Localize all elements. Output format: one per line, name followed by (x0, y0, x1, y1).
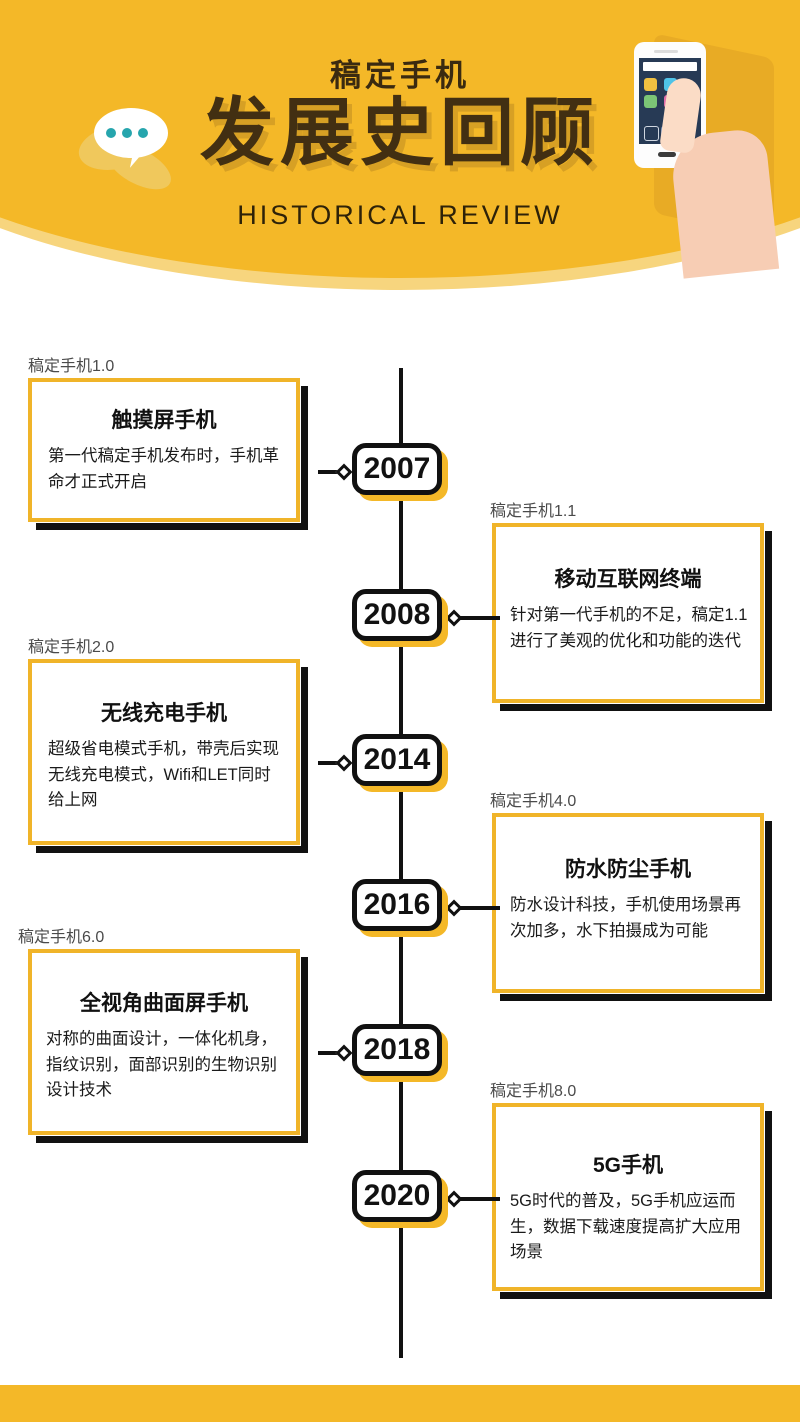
year-badge-box: 2018 (352, 1024, 442, 1076)
card-title: 移动互联网终端 (554, 568, 702, 591)
card-label: 稿定手机8.0 (490, 1083, 577, 1100)
year-badge-2018[interactable]: 2018 (352, 1024, 448, 1082)
year-badge-2014[interactable]: 2014 (352, 734, 448, 792)
year-badge-2007[interactable]: 2007 (352, 443, 448, 501)
connector-stem (318, 761, 342, 765)
card-shadow (500, 531, 772, 711)
card-description: 超级省电模式手机，带壳后实现无线充电模式，Wifi和LET同时给上网 (48, 740, 279, 810)
card-shadow (500, 821, 772, 1001)
connector-diamond-icon (335, 1044, 353, 1062)
connector-stem (460, 1197, 500, 1201)
card-title: 无线充电手机 (101, 702, 227, 725)
card-title: 5G手机 (592, 1154, 663, 1177)
connector-diamond-icon (335, 754, 353, 772)
card-label: 稿定手机1.0 (28, 358, 115, 375)
card-description: 针对第一代手机的不足，稿定1.1进行了美观的优化和功能的迭代 (510, 606, 748, 650)
timeline-connector-2016 (445, 898, 500, 918)
header-banner: 稿定手机 发展史回顾 HISTORICAL REVIEW (0, 0, 800, 300)
year-badge-2008[interactable]: 2008 (352, 589, 448, 647)
card-description: 防水设计科技，手机使用场景再次加多，水下拍摄成为可能 (510, 896, 741, 940)
card-description: 5G时代的普及，5G手机应运而生，数据下载速度提高扩大应用场景 (510, 1192, 741, 1262)
year-badge-box: 2014 (352, 734, 442, 786)
year-badge-box: 2007 (352, 443, 442, 495)
hand-holding-phone-icon (620, 33, 800, 279)
card-shadow (36, 957, 308, 1143)
phone-search-bar (643, 62, 697, 71)
card-box[interactable]: 移动互联网终端 针对第一代手机的不足，稿定1.1进行了美观的优化和功能的迭代 (492, 523, 764, 703)
connector-diamond-icon (335, 463, 353, 481)
year-badge-2016[interactable]: 2016 (352, 879, 448, 937)
card-shadow (36, 386, 308, 530)
card-title: 触摸屏手机 (111, 409, 217, 432)
card-label: 稿定手机2.0 (28, 639, 115, 656)
card-description: 对称的曲面设计，一体化机身，指纹识别，面部识别的生物识别设计技术 (46, 1030, 277, 1100)
speech-bubble-dot (122, 128, 132, 138)
year-badge-2020[interactable]: 2020 (352, 1170, 448, 1228)
card-box[interactable]: 防水防尘手机 防水设计科技，手机使用场景再次加多，水下拍摄成为可能 (492, 813, 764, 993)
phone-speaker (654, 50, 678, 53)
header-text-block: 稿定手机 发展史回顾 HISTORICAL REVIEW (0, 0, 800, 300)
connector-stem (460, 616, 500, 620)
card-box[interactable]: 触摸屏手机 第一代稿定手机发布时，手机革命才正式开启 (28, 378, 300, 522)
card-shadow (36, 667, 308, 853)
header-subtitle: HISTORICAL REVIEW (237, 200, 563, 230)
year-badge-box: 2020 (352, 1170, 442, 1222)
card-title: 全视角曲面屏手机 (80, 992, 248, 1015)
card-title: 防水防尘手机 (565, 858, 691, 881)
card-box[interactable]: 无线充电手机 超级省电模式手机，带壳后实现无线充电模式，Wifi和LET同时给上… (28, 659, 300, 845)
page-title: 发展史回顾 (200, 91, 600, 174)
card-box[interactable]: 5G手机 5G时代的普及，5G手机应运而生，数据下载速度提高扩大应用场景 (492, 1103, 764, 1291)
year-badge-box: 2008 (352, 589, 442, 641)
card-shadow (500, 1111, 772, 1299)
phone-app-icon (644, 95, 657, 108)
timeline-connector-2008 (445, 608, 500, 628)
speech-bubble-dot (106, 128, 116, 138)
connector-stem (318, 470, 342, 474)
phone-app-icon (644, 126, 659, 141)
phone-home-button (658, 152, 676, 157)
card-label: 稿定手机1.1 (490, 503, 577, 520)
card-box[interactable]: 全视角曲面屏手机 对称的曲面设计，一体化机身，指纹识别，面部识别的生物识别设计技… (28, 949, 300, 1135)
phone-app-icon (644, 78, 657, 91)
timeline-connector-2020 (445, 1189, 500, 1209)
card-label: 稿定手机6.0 (18, 929, 105, 946)
card-label: 稿定手机4.0 (490, 793, 577, 810)
connector-stem (460, 906, 500, 910)
year-badge-box: 2016 (352, 879, 442, 931)
connector-stem (318, 1051, 342, 1055)
header-kicker: 稿定手机 (330, 58, 470, 93)
speech-bubble-dot (138, 128, 148, 138)
speech-bubble-icon (70, 104, 178, 199)
card-description: 第一代稿定手机发布时，手机革命才正式开启 (48, 447, 279, 491)
timeline-axis (399, 368, 403, 1358)
footer-bar (0, 1385, 800, 1422)
